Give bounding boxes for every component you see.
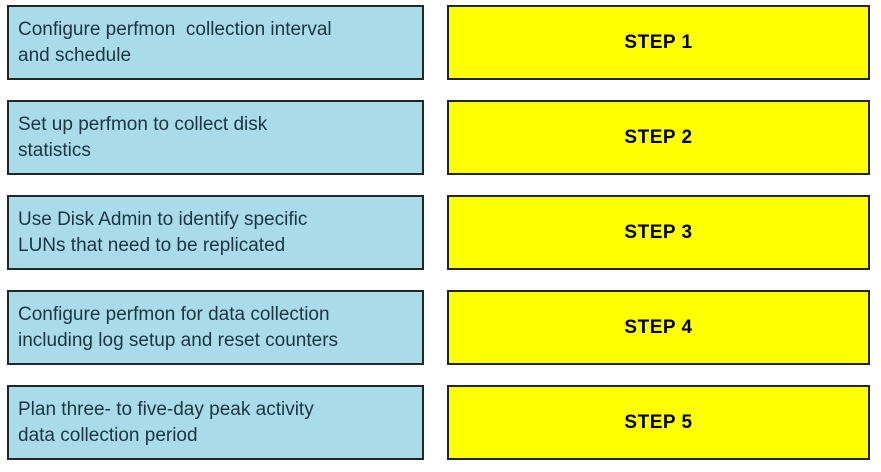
task-label: Plan three- to five-day peak activity da… <box>18 398 314 446</box>
step-row: Configure perfmon collection interval an… <box>7 5 881 80</box>
task-box-5[interactable]: Plan three- to five-day peak activity da… <box>7 385 424 460</box>
task-label: Configure perfmon for data collection in… <box>18 303 339 351</box>
step-slot-4[interactable]: STEP 4 <box>447 290 870 365</box>
step-label: STEP 3 <box>624 221 693 243</box>
task-label: Set up perfmon to collect disk statistic… <box>18 113 268 161</box>
step-label: STEP 2 <box>624 126 693 148</box>
task-label: Configure perfmon collection interval an… <box>18 18 332 66</box>
step-slot-1[interactable]: STEP 1 <box>447 5 870 80</box>
step-row: Set up perfmon to collect disk statistic… <box>7 100 881 175</box>
task-box-4[interactable]: Configure perfmon for data collection in… <box>7 290 424 365</box>
step-label: STEP 5 <box>624 411 693 433</box>
task-label: Use Disk Admin to identify specific LUNs… <box>18 208 308 256</box>
step-slot-5[interactable]: STEP 5 <box>447 385 870 460</box>
step-row: Plan three- to five-day peak activity da… <box>7 385 881 460</box>
task-box-2[interactable]: Set up perfmon to collect disk statistic… <box>7 100 424 175</box>
task-box-1[interactable]: Configure perfmon collection interval an… <box>7 5 424 80</box>
task-box-3[interactable]: Use Disk Admin to identify specific LUNs… <box>7 195 424 270</box>
step-row: Configure perfmon for data collection in… <box>7 290 881 365</box>
step-slot-3[interactable]: STEP 3 <box>447 195 870 270</box>
step-label: STEP 4 <box>624 316 693 338</box>
step-slot-2[interactable]: STEP 2 <box>447 100 870 175</box>
step-label: STEP 1 <box>624 31 693 53</box>
step-row: Use Disk Admin to identify specific LUNs… <box>7 195 881 270</box>
